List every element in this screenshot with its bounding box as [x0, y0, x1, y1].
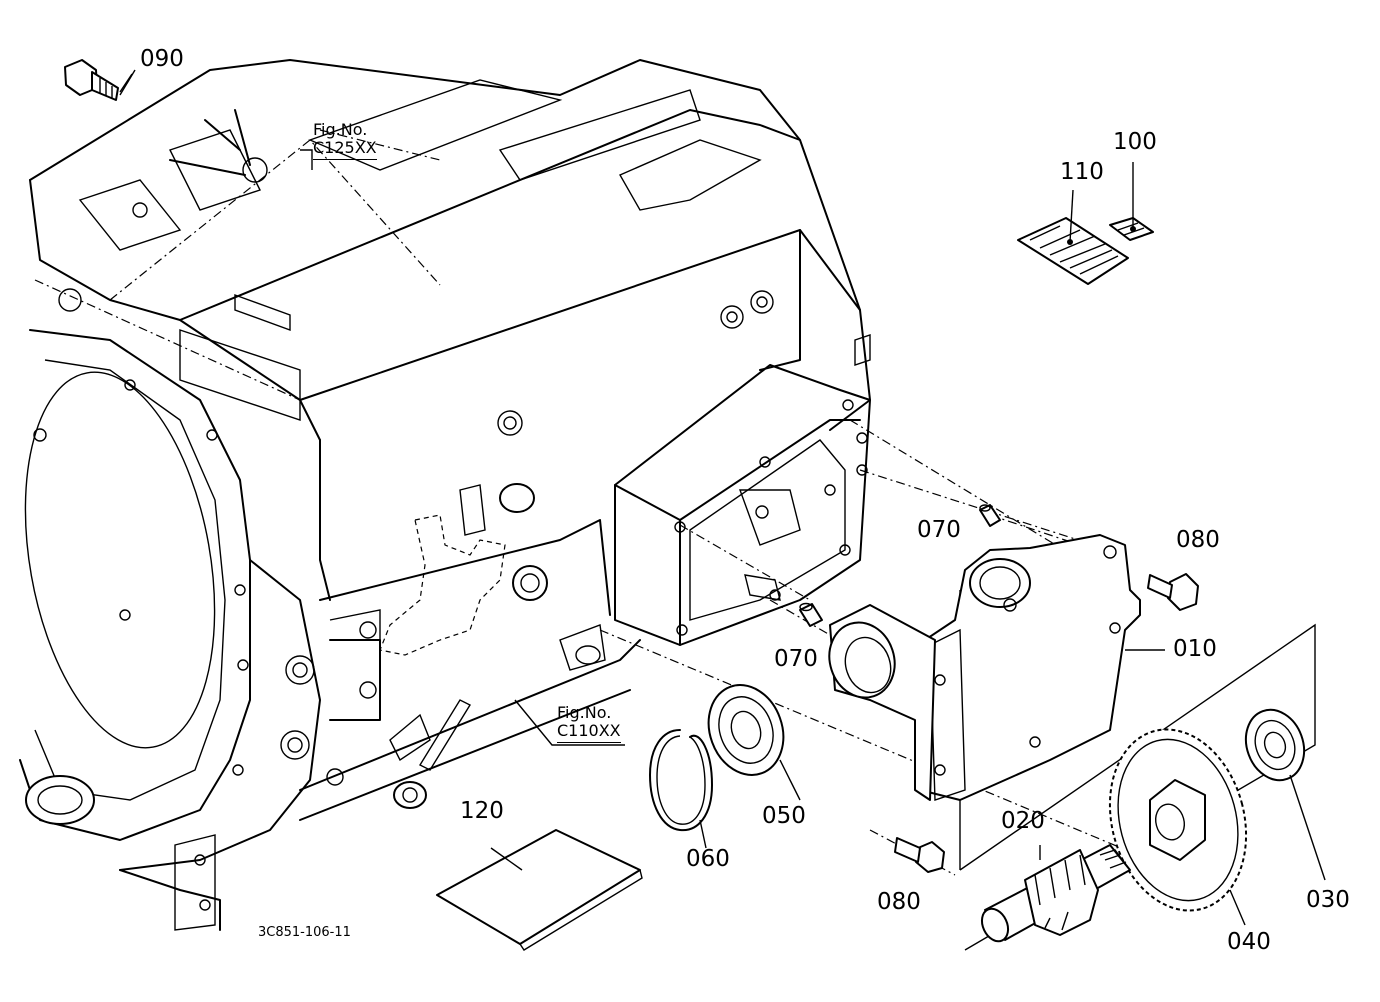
gear-shaft-020	[980, 844, 1131, 943]
pin-070-lower	[799, 602, 823, 627]
label-120: 120	[460, 798, 504, 824]
label-plate-100	[1109, 162, 1154, 241]
label-100: 100	[1113, 129, 1157, 155]
label-080-upper: 080	[1176, 527, 1220, 553]
bolt-080-upper	[1147, 573, 1199, 611]
gear-040	[1108, 728, 1248, 926]
bolt-090-leader	[119, 69, 136, 96]
drawing-number: 3C851-106-11	[258, 925, 351, 940]
cover-plate-010	[919, 534, 1165, 801]
label-060: 060	[686, 846, 730, 872]
bolt-080-lower	[894, 837, 945, 873]
bearing-housing	[828, 604, 936, 801]
bearing-050	[707, 684, 801, 801]
label-040: 040	[1227, 929, 1271, 955]
figure-ref-code: C125XX	[313, 139, 377, 160]
snap-ring-060	[649, 729, 713, 849]
figure-ref-code: C110XX	[557, 722, 621, 743]
sheet-120	[436, 829, 643, 951]
figure-ref-prefix: Fig.No.	[557, 703, 612, 722]
figref-upper-leader	[300, 149, 313, 170]
label-080-lower: 080	[877, 889, 921, 915]
label-090: 090	[140, 46, 184, 72]
label-020: 020	[1001, 808, 1045, 834]
transmission-case	[19, 59, 871, 931]
figref-lower-leader	[514, 699, 625, 746]
label-plate-110	[1017, 189, 1129, 285]
pin-070-upper	[979, 504, 1001, 527]
bearing-030	[1244, 708, 1326, 881]
label-050: 050	[762, 803, 806, 829]
figure-ref-c125xx[interactable]: Fig.No. C125XX	[313, 120, 377, 160]
label-070-upper: 070	[917, 517, 961, 543]
label-110: 110	[1060, 159, 1104, 185]
label-070-lower: 070	[774, 646, 818, 672]
label-010: 010	[1173, 636, 1217, 662]
figure-ref-prefix: Fig.No.	[313, 120, 368, 139]
figure-ref-c110xx[interactable]: Fig.No. C110XX	[557, 703, 621, 743]
label-030: 030	[1306, 887, 1350, 913]
bolt-090	[64, 59, 133, 101]
